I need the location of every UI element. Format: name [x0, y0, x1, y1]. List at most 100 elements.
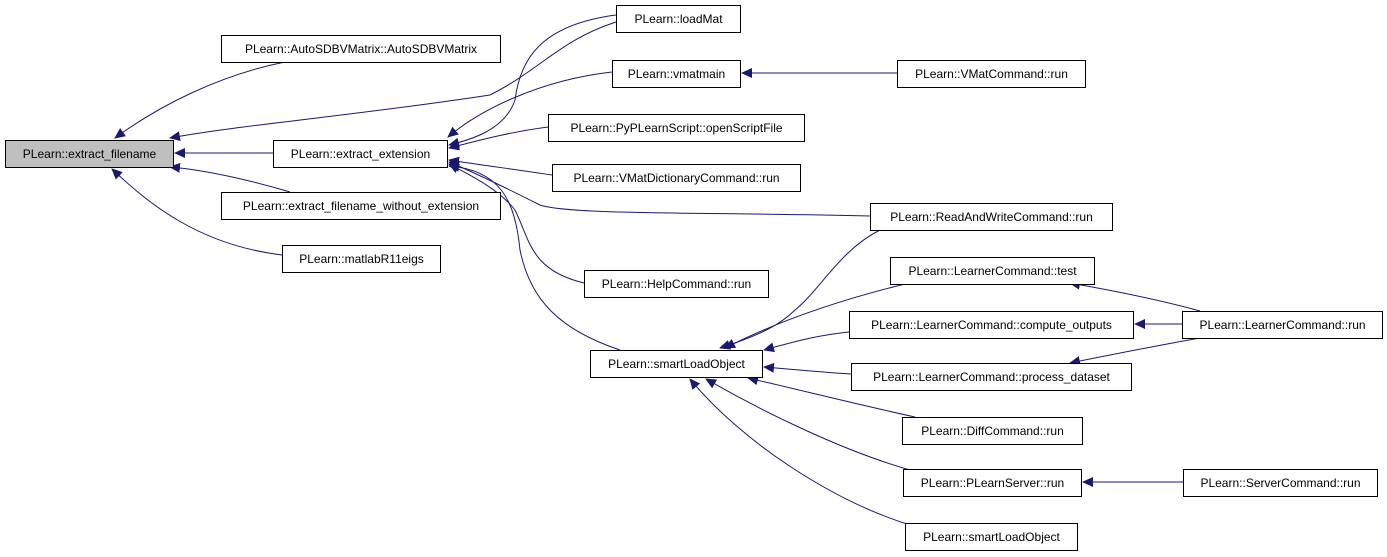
edge-loadMat-to-extract_filename	[169, 21, 617, 142]
node-label: PLearn::ServerCommand::run	[1200, 476, 1360, 490]
edge-line	[114, 61, 286, 139]
node-learner-test[interactable]: PLearn::LearnerCommand::test	[890, 257, 1095, 285]
nodes: PLearn::extract_filename PLearn::AutoSDBV…	[5, 5, 1383, 551]
node-label: PLearn::LearnerCommand::process_dataset	[873, 370, 1110, 384]
edge-line	[719, 229, 881, 350]
edge-extract_filename_wo_ext-to-extract_filename	[169, 162, 291, 193]
node-learner-run[interactable]: PLearn::LearnerCommand::run	[1182, 311, 1383, 339]
node-openScriptFile[interactable]: PLearn::PyPLearnScript::openScriptFile	[548, 114, 805, 142]
node-extract-extension[interactable]: PLearn::extract_extension	[273, 140, 448, 168]
node-servercommand-run[interactable]: PLearn::ServerCommand::run	[1183, 469, 1378, 497]
node-box	[897, 60, 1086, 88]
edge-line	[111, 168, 283, 256]
node-extract-filename-wo-ext[interactable]: PLearn::extract_filename_without_extensi…	[221, 192, 501, 220]
edges	[111, 14, 1201, 526]
node-box	[1183, 469, 1378, 497]
edge-matlabR11eigs-to-extract_filename	[111, 168, 283, 256]
edge-line	[448, 126, 549, 151]
node-label: PLearn::AutoSDBVMatrix::AutoSDBVMatrix	[245, 42, 477, 56]
node-label: PLearn::smartLoadObject	[608, 357, 745, 371]
node-box	[851, 363, 1132, 391]
node-vmatcommand-run[interactable]: PLearn::VMatCommand::run	[897, 60, 1086, 88]
edge-learner_run-to-learner_test	[1069, 279, 1201, 312]
edge-line	[763, 362, 852, 375]
node-label: PLearn::LearnerCommand::test	[908, 264, 1077, 278]
node-box	[870, 203, 1113, 231]
node-label: PLearn::extract_extension	[291, 147, 430, 161]
node-box	[548, 114, 805, 142]
node-box	[905, 523, 1078, 551]
node-autosdbv[interactable]: PLearn::AutoSDBVMatrix::AutoSDBVMatrix	[221, 35, 501, 63]
node-learner-compute[interactable]: PLearn::LearnerCommand::compute_outputs	[849, 311, 1134, 339]
node-box	[584, 270, 769, 298]
node-smartLoadObject2[interactable]: PLearn::smartLoadObject	[905, 523, 1078, 551]
node-box	[903, 469, 1082, 497]
edge-diff_run-to-smartLoadObject	[747, 375, 916, 418]
node-vmatmain[interactable]: PLearn::vmatmain	[612, 60, 741, 88]
node-label: PLearn::PyPLearnScript::openScriptFile	[570, 121, 782, 135]
edge-line	[448, 161, 871, 217]
node-label: PLearn::HelpCommand::run	[602, 277, 751, 291]
node-diff-run[interactable]: PLearn::DiffCommand::run	[902, 417, 1083, 445]
edge-smartLoadObject-to-extract_extension	[448, 161, 621, 351]
edge-readwrite_run-to-extract_extension	[448, 161, 871, 217]
edge-learner_process-to-smartLoadObject	[763, 362, 852, 375]
node-label: PLearn::PLearnServer::run	[921, 476, 1064, 490]
node-label: PLearn::matlabR11eigs	[299, 252, 424, 266]
edge-line	[448, 14, 617, 148]
node-vmatdict-run[interactable]: PLearn::VMatDictionaryCommand::run	[552, 164, 801, 192]
node-box	[282, 245, 441, 273]
node-box	[221, 192, 501, 220]
edge-learner_run-to-learner_process	[1069, 337, 1201, 366]
edge-learner_compute-to-smartLoadObject	[763, 331, 850, 353]
node-label: PLearn::LearnerCommand::run	[1199, 318, 1365, 332]
node-box	[5, 140, 174, 168]
node-plearnserver-run[interactable]: PLearn::PLearnServer::run	[903, 469, 1082, 497]
node-matlabR11eigs[interactable]: PLearn::matlabR11eigs	[282, 245, 441, 273]
edge-line	[689, 378, 911, 526]
edge-line	[448, 161, 621, 351]
node-loadMat[interactable]: PLearn::loadMat	[616, 5, 741, 33]
edge-smartLoadObject2-to-smartLoadObject	[689, 378, 911, 526]
node-smartLoadObject[interactable]: PLearn::smartLoadObject	[590, 350, 763, 378]
edge-readwrite_run-to-smartLoadObject	[719, 229, 881, 350]
node-label: PLearn::VMatDictionaryCommand::run	[573, 171, 779, 185]
node-label: PLearn::extract_filename	[23, 147, 157, 161]
edge-line	[1069, 279, 1201, 312]
node-extract-filename[interactable]: PLearn::extract_filename	[5, 140, 174, 168]
node-label: PLearn::smartLoadObject	[923, 530, 1060, 544]
edge-line	[724, 283, 906, 349]
node-box	[590, 350, 763, 378]
node-label: PLearn::loadMat	[634, 12, 723, 26]
node-label: PLearn::DiffCommand::run	[921, 424, 1064, 438]
node-box	[1182, 311, 1383, 339]
node-learner-process[interactable]: PLearn::LearnerCommand::process_dataset	[851, 363, 1132, 391]
edge-line	[169, 162, 291, 193]
edge-line	[705, 378, 911, 471]
edge-line	[169, 21, 617, 142]
node-help-run[interactable]: PLearn::HelpCommand::run	[584, 270, 769, 298]
node-readwrite-run[interactable]: PLearn::ReadAndWriteCommand::run	[870, 203, 1113, 231]
node-box	[849, 311, 1134, 339]
edge-plearnserver_run-to-smartLoadObject	[705, 378, 911, 471]
node-label: PLearn::extract_filename_without_extensi…	[243, 199, 479, 213]
edge-line	[763, 331, 850, 353]
edge-line	[447, 71, 613, 138]
edge-line	[1069, 337, 1201, 366]
edge-learner_test-to-smartLoadObject	[724, 283, 906, 349]
edge-help_run-to-extract_extension	[448, 163, 585, 284]
node-box	[902, 417, 1083, 445]
edge-autosdbv-to-extract_filename	[114, 61, 286, 139]
edge-openScriptFile-to-extract_extension	[448, 126, 549, 151]
edge-vmatmain-to-extract_extension	[447, 71, 613, 138]
edge-line	[448, 163, 585, 284]
node-label: PLearn::LearnerCommand::compute_outputs	[871, 318, 1112, 332]
node-box	[616, 5, 741, 33]
node-label: PLearn::ReadAndWriteCommand::run	[890, 210, 1093, 224]
edge-loadMat-to-extract_extension	[448, 14, 617, 148]
node-box	[890, 257, 1095, 285]
node-label: PLearn::vmatmain	[628, 67, 725, 81]
node-box	[552, 164, 801, 192]
edge-line	[747, 375, 916, 418]
